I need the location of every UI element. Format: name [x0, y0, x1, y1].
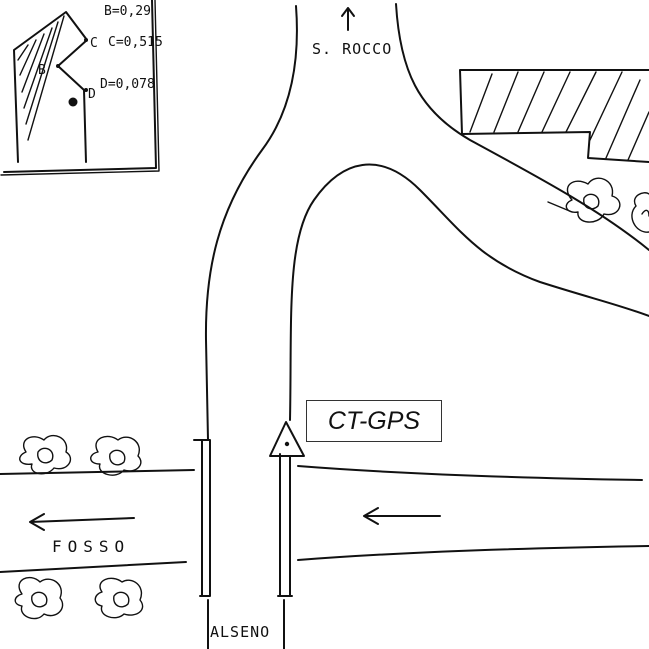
- hatched-building-icon: [459, 69, 649, 163]
- arrow-left-icon: [363, 507, 441, 525]
- inset-point-d: D: [88, 87, 96, 102]
- tree-icon: [547, 177, 649, 233]
- inset-point-c: C: [90, 36, 98, 51]
- road-left-edge: [204, 5, 298, 441]
- inset-measure-c: C=0,515: [108, 35, 163, 50]
- inset-dot: [68, 97, 78, 107]
- inset-measure-d: D=0,078: [100, 77, 155, 92]
- canal: [0, 465, 649, 573]
- arrow-left-icon: [29, 513, 135, 531]
- canal-south-bank-right: [297, 545, 649, 561]
- tree-icon: [90, 435, 142, 476]
- canal-north-bank-left: [0, 469, 195, 475]
- inset-point-b: B: [38, 63, 46, 78]
- triangle-marker-icon: [269, 421, 305, 457]
- station-label: CT-GPS: [327, 406, 421, 435]
- south-destination-label: ALSENO: [210, 623, 270, 641]
- canal-south-bank-left: [0, 561, 187, 573]
- tree-icon: [19, 434, 72, 475]
- branch-inner-edge: [289, 163, 649, 421]
- canal-label: FOSSO: [52, 537, 130, 556]
- road-network: [204, 3, 649, 441]
- tree-icon: [14, 576, 64, 620]
- station-label-box: CT-GPS: [306, 400, 442, 442]
- north-destination-label: S. ROCCO: [312, 40, 392, 58]
- inset-hatching: [17, 15, 65, 141]
- canal-north-bank-right: [297, 465, 643, 481]
- inset-detail: B C D B=0,29 C=0,515 D=0,078: [0, 0, 163, 176]
- arrow-up-icon: [341, 7, 355, 31]
- inset-measure-b: B=0,29: [104, 4, 151, 19]
- road-right-edge: [395, 3, 649, 251]
- tree-icon: [94, 577, 144, 619]
- bridge: [193, 439, 293, 649]
- inset-outline: [13, 11, 88, 163]
